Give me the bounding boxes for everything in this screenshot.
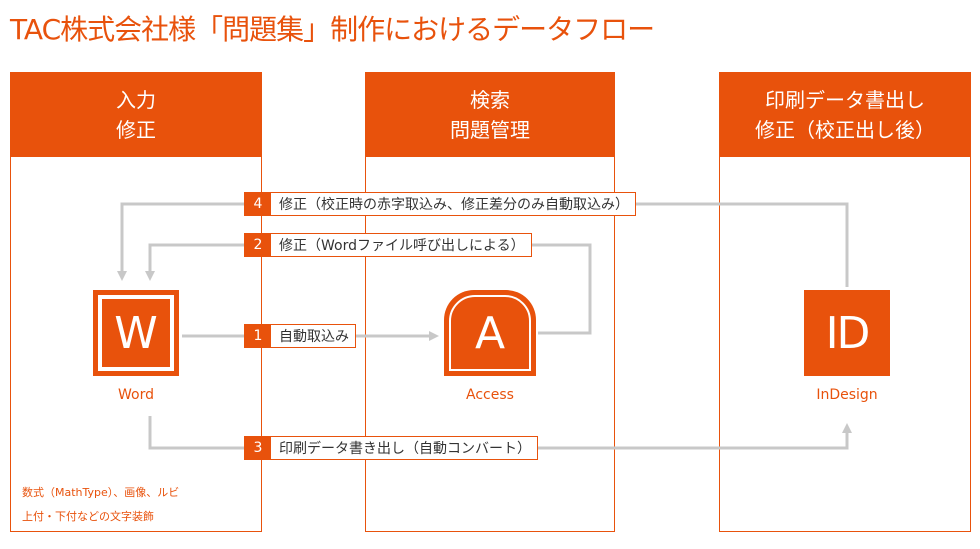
step-number: 4 [245,193,271,215]
page-title: TAC株式会社様「問題集」制作におけるデータフロー [10,13,655,46]
step-label: 自動取込み [279,329,349,345]
access-icon: A [444,290,536,376]
lane-title-line2: 修正 [116,118,156,142]
word-label: Word [118,387,154,403]
step-tag-4: 4 修正（校正時の赤字取込み、修正差分のみ自動取込み） [244,192,636,216]
indesign-label: InDesign [816,387,878,403]
connector-step-2 [145,243,592,335]
lane-title-line2: 修正（校正出し後） [755,118,935,142]
step-number: 3 [245,437,271,459]
lane-title-line2: 問題管理 [450,118,530,142]
step-number: 2 [245,234,271,256]
lane-title-line1: 検索 [470,88,510,112]
step-label: 印刷データ書き出し（自動コンバート） [279,441,531,457]
lane-title-line1: 印刷データ書出し [765,88,925,112]
step-label: 修正（Wordファイル呼び出しによる） [279,238,525,254]
note-line-1: 数式（MathType）、画像、ルビ [22,486,180,499]
word-icon: W [93,290,179,376]
lane-header-print: 印刷データ書出し 修正（校正出し後） [720,73,970,157]
lane-header-input: 入力 修正 [11,73,261,157]
lane-title-line1: 入力 [116,88,156,112]
note-line-2: 上付・下付などの文字装飾 [22,510,154,523]
step-tag-3: 3 印刷データ書き出し（自動コンバート） [244,436,538,460]
access-icon-letter: A [449,295,531,371]
step-tag-2: 2 修正（Wordファイル呼び出しによる） [244,233,532,257]
indesign-icon: ID [804,290,890,376]
step-number: 1 [245,325,271,347]
step-label: 修正（校正時の赤字取込み、修正差分のみ自動取込み） [279,197,629,213]
step-tag-1: 1 自動取込み [244,324,356,348]
word-icon-letter: W [102,299,170,367]
access-label: Access [466,387,514,403]
lane-header-search: 検索 問題管理 [366,73,614,157]
